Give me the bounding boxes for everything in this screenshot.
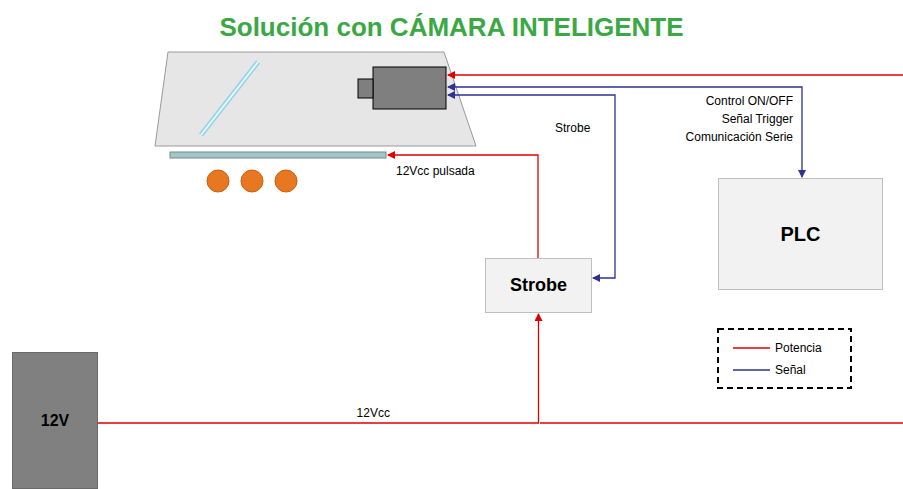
legend-line — [733, 369, 770, 370]
signal-name: Señal Trigger — [722, 112, 793, 126]
strobe-box: Strobe — [485, 258, 592, 313]
diagram-title: Solución con CÁMARA INTELIGENTE — [0, 12, 903, 43]
camera-lens — [358, 79, 373, 98]
legend-text: Señal — [775, 363, 806, 377]
camera-body — [373, 67, 446, 109]
signal-wire — [448, 95, 615, 278]
power-wire — [540, 422, 903, 423]
legend-box — [718, 329, 851, 388]
product — [207, 170, 229, 192]
glass-panel — [201, 62, 258, 135]
edge-label: 12Vcc — [357, 406, 390, 420]
power-label: 12Vcc pulsada — [396, 164, 475, 178]
power-supply-box: 12V — [12, 352, 98, 489]
node-text: PLC — [781, 223, 821, 246]
power-wire — [388, 155, 538, 258]
power-wire — [448, 74, 903, 75]
signal-name: Strobe — [555, 121, 590, 135]
node-text: 12V — [41, 412, 69, 430]
camera-housing — [155, 52, 476, 146]
product — [275, 170, 297, 192]
signal-name: Comunicación Serie — [686, 130, 793, 144]
glass-highlight — [201, 62, 258, 135]
legend-text: Potencia — [775, 341, 822, 355]
signal-name: Control ON/OFF — [706, 94, 793, 108]
signal-wire — [448, 87, 802, 177]
legend-line — [733, 347, 770, 348]
plc-box: PLC — [718, 178, 883, 290]
node-text: Strobe — [510, 275, 567, 296]
product — [241, 170, 263, 192]
power-connector — [98, 314, 539, 423]
light-bar — [170, 152, 386, 158]
